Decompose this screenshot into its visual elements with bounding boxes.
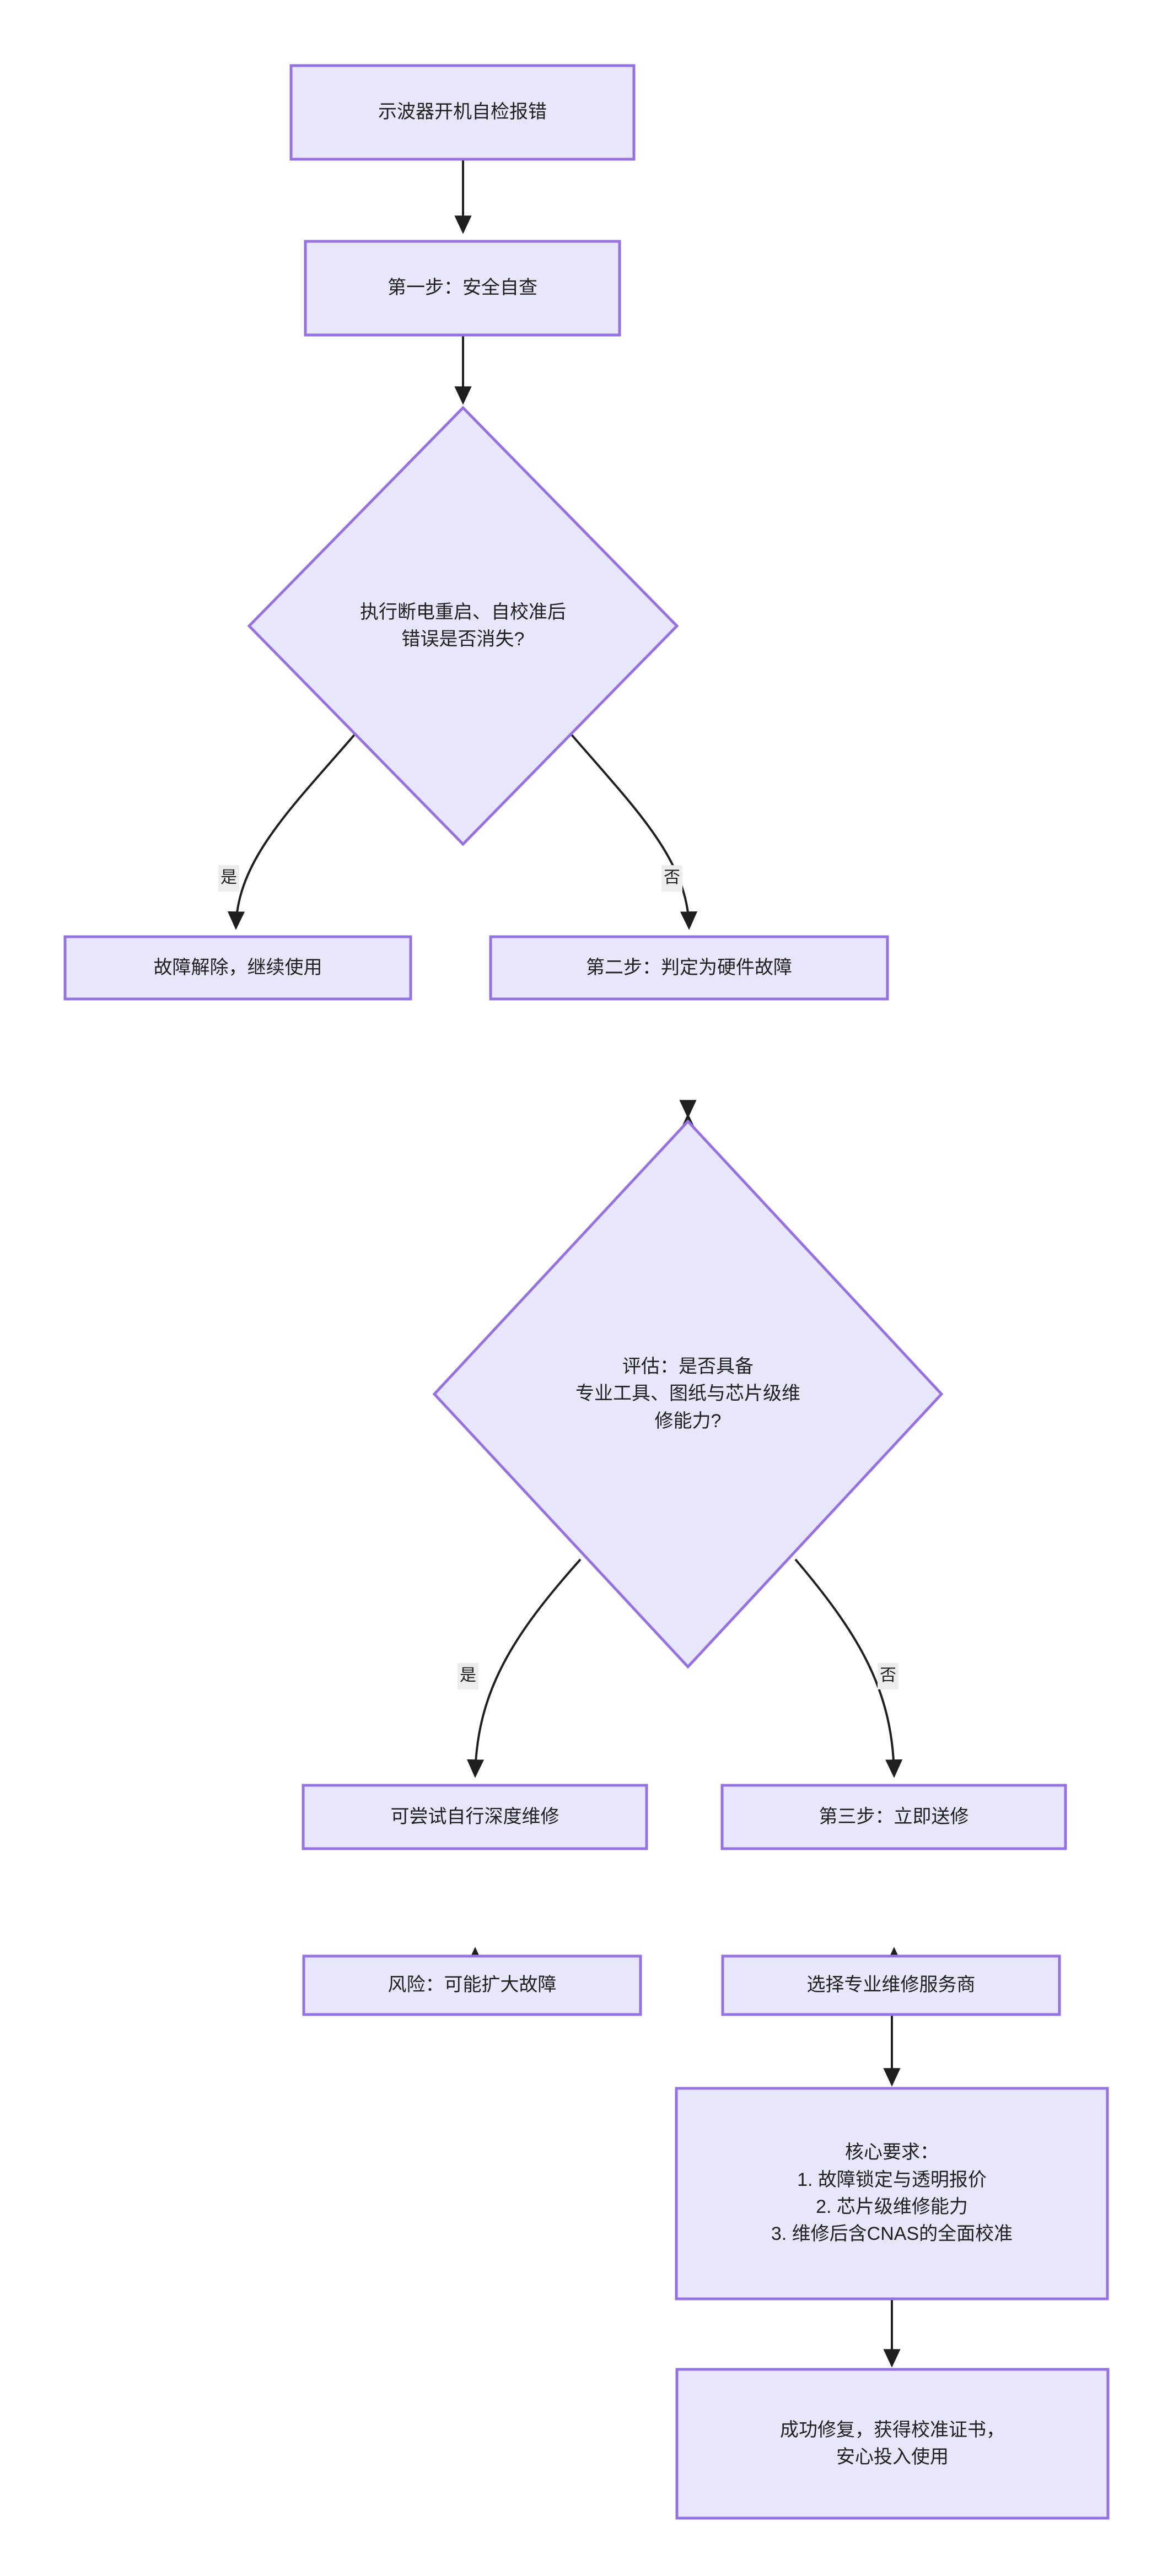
edge-n6-n7: [466, 1558, 582, 1778]
node-n4-shape[interactable]: [63, 935, 412, 1001]
edge-n3-n5: [569, 732, 698, 930]
node-n6-shape[interactable]: [432, 1119, 944, 1669]
edge-label-no-1: 否: [661, 865, 682, 892]
node-n10-shape[interactable]: [721, 1954, 1061, 2016]
edge-label-yes-2: 是: [458, 1663, 478, 1689]
node-n8-shape[interactable]: [720, 1784, 1067, 1850]
node-n12-shape[interactable]: [675, 2368, 1110, 2520]
edge-label-no-2: 否: [878, 1663, 898, 1689]
node-n1-shape[interactable]: [289, 64, 636, 161]
node-n2-shape[interactable]: [304, 240, 621, 337]
node-n9-shape[interactable]: [302, 1954, 642, 2016]
node-n3-shape[interactable]: [247, 406, 679, 846]
node-n7-shape[interactable]: [302, 1784, 648, 1850]
node-n5-shape[interactable]: [489, 935, 889, 1001]
edge-label-yes-1: 是: [218, 865, 239, 892]
node-n11-shape[interactable]: [675, 2087, 1109, 2300]
edge-n3-n4: [227, 732, 357, 930]
edge-n6-n8: [794, 1558, 903, 1778]
